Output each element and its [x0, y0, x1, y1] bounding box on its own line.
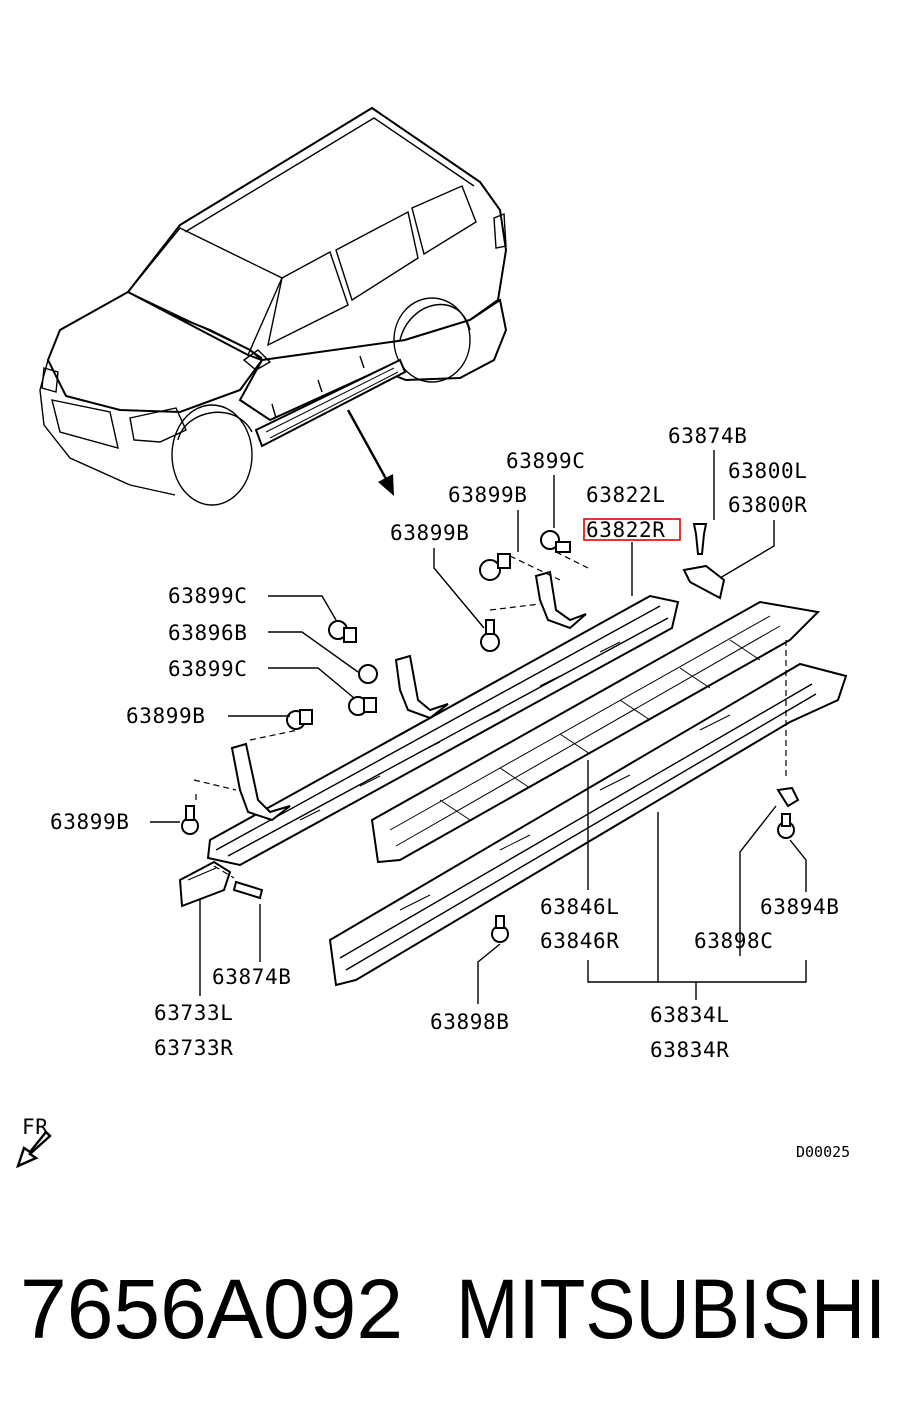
diagram-code: D00025	[796, 1143, 850, 1161]
label-63899B-a: 63899B	[448, 483, 527, 507]
label-63899B-bottom: 63899B	[50, 810, 129, 834]
label-63899C-top: 63899C	[506, 449, 585, 473]
label-63898B: 63898B	[430, 1010, 509, 1034]
label-63896B: 63896B	[168, 621, 247, 645]
label-63874B-bottom: 63874B	[212, 965, 291, 989]
label-63800R: 63800R	[728, 493, 807, 517]
label-63898C: 63898C	[694, 929, 773, 953]
part-labels: 63874B 63800L 63800R 63899C 63822L 63822…	[50, 424, 839, 1062]
label-63733L: 63733L	[154, 1001, 233, 1025]
label-63822R[interactable]: 63822R	[586, 518, 665, 542]
part-number: 7656A092	[20, 1262, 403, 1356]
label-63834L: 63834L	[650, 1003, 729, 1027]
label-63899C-left1: 63899C	[168, 584, 247, 608]
label-63899B-b: 63899B	[390, 521, 469, 545]
vehicle-illustration	[39, 106, 508, 506]
label-63834R: 63834R	[650, 1038, 729, 1062]
front-arrow-icon	[16, 1130, 52, 1169]
highlight-box	[583, 518, 681, 541]
label-63874B-top: 63874B	[668, 424, 747, 448]
label-63822L: 63822L	[586, 483, 665, 507]
fastener-icons	[181, 523, 800, 943]
label-63894B: 63894B	[760, 895, 839, 919]
exploded-parts	[178, 523, 848, 987]
front-direction-indicator: FR	[16, 1115, 52, 1169]
label-63846L: 63846L	[540, 895, 619, 919]
zoom-arrow	[346, 409, 394, 496]
brand-name: MITSUBISHI	[456, 1262, 886, 1356]
leader-lines	[150, 450, 807, 1004]
label-63899C-left2: 63899C	[168, 657, 247, 681]
label-63733R: 63733R	[154, 1036, 233, 1060]
label-63846R: 63846R	[540, 929, 619, 953]
label-63899B-left: 63899B	[126, 704, 205, 728]
label-63800L: 63800L	[728, 459, 807, 483]
